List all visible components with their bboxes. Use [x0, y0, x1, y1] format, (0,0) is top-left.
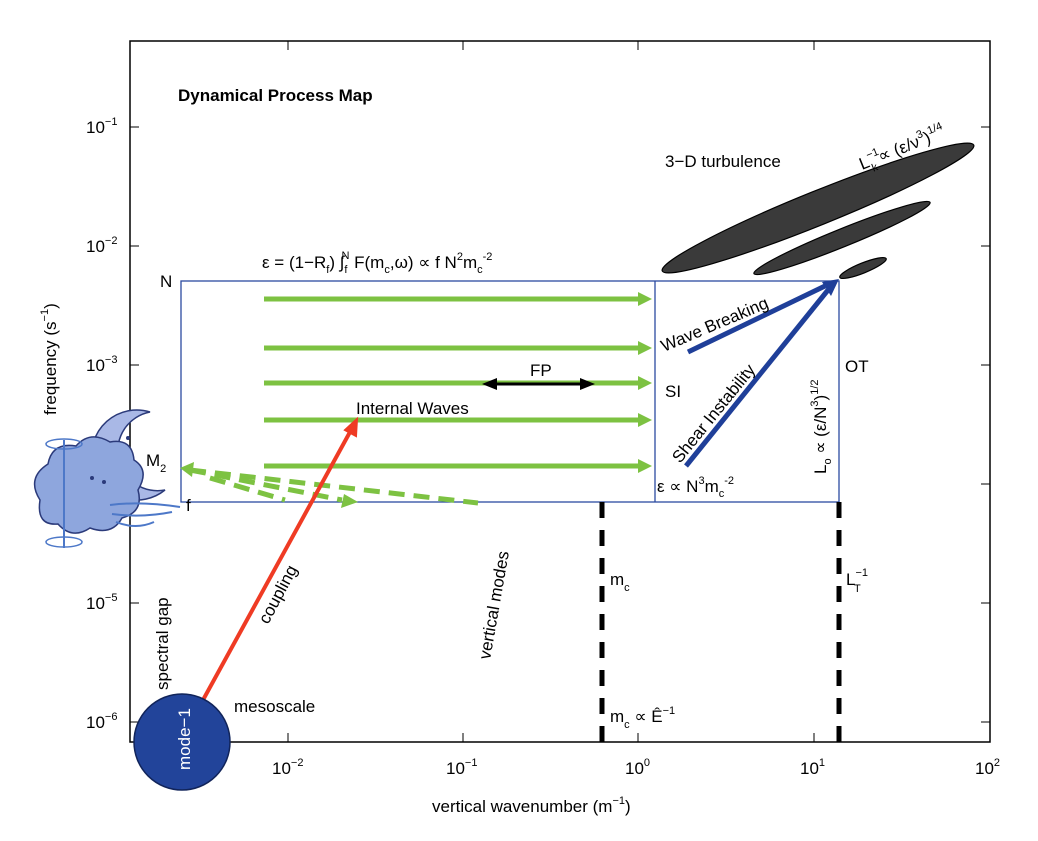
label-epsilon-si: ε ∝ N3mc-2 — [657, 475, 734, 500]
label-internal-waves: Internal Waves — [356, 399, 469, 418]
turbulence-ellipse-medium — [753, 200, 931, 276]
label-vertical-modes: vertical modes — [475, 549, 513, 660]
dashed-green-arrow-1 — [189, 467, 479, 506]
green-arrows — [180, 292, 652, 508]
x-tick-label-1: 10−2 — [272, 757, 303, 778]
y-axis-ticks — [130, 126, 990, 723]
page-title: Dynamical Process Map — [178, 86, 373, 105]
coupling-arrow — [201, 416, 359, 701]
blue-arrows — [684, 279, 839, 468]
label-mc-E: mc ∝ Ê−1 — [610, 705, 675, 731]
wind-cloud-icon — [33, 436, 181, 548]
x-tick-label-3: 100 — [625, 757, 650, 778]
shear-instability-arrow — [684, 288, 830, 468]
x-tick-label-2: 10−1 — [446, 757, 477, 778]
label-spectral-gap: spectral gap — [153, 597, 172, 690]
label-mesoscale: mesoscale — [234, 697, 315, 716]
label-SI: SI — [665, 382, 681, 401]
label-shear-instability: Shear Instability — [668, 360, 759, 466]
dashed-green-arrow-3 — [209, 475, 286, 503]
mode1-label: mode−1 — [175, 708, 194, 770]
y-tick-label-4: 10−2 — [86, 235, 117, 256]
wave-breaking-arrow — [686, 283, 827, 355]
label-FP: FP — [530, 361, 552, 380]
x-axis-ticks — [287, 41, 815, 742]
x-axis-label: vertical wavenumber (m−1) — [432, 795, 631, 816]
y-tick-label-1: 10−6 — [86, 711, 117, 732]
label-f: f — [186, 496, 191, 515]
x-tick-label-5: 102 — [975, 757, 1000, 778]
internal-wave-box — [180, 280, 840, 503]
label-OT: OT — [845, 357, 869, 376]
axes-frame — [129, 40, 991, 743]
label-Lo: Lo ∝ (ε/N3)1/2 — [809, 379, 834, 474]
y-tick-label-5: 10−1 — [86, 116, 117, 137]
turbulence-ellipse-small — [839, 256, 887, 280]
label-N: N — [160, 272, 172, 291]
x-tick-label-4: 101 — [800, 757, 825, 778]
y-axis-label: frequency (s−1) — [39, 303, 60, 415]
label-wave-breaking: Wave Breaking — [658, 293, 771, 355]
mode1-circle — [133, 693, 231, 791]
turbulence-ellipses — [661, 142, 975, 280]
y-tick-label-3: 10−3 — [86, 354, 117, 375]
label-mc: mc — [610, 570, 630, 594]
y-tick-label-2: 10−5 — [86, 592, 117, 613]
label-3d-turbulence: 3−D turbulence — [665, 152, 781, 171]
fp-double-arrow — [482, 378, 595, 390]
label-M2: M2 — [146, 451, 166, 475]
label-epsilon-top: ε = (1−Rf) ∫fN F(mc,ω) ∝ f N2mc-2 — [262, 250, 492, 276]
turbulence-ellipse-large — [661, 142, 975, 274]
